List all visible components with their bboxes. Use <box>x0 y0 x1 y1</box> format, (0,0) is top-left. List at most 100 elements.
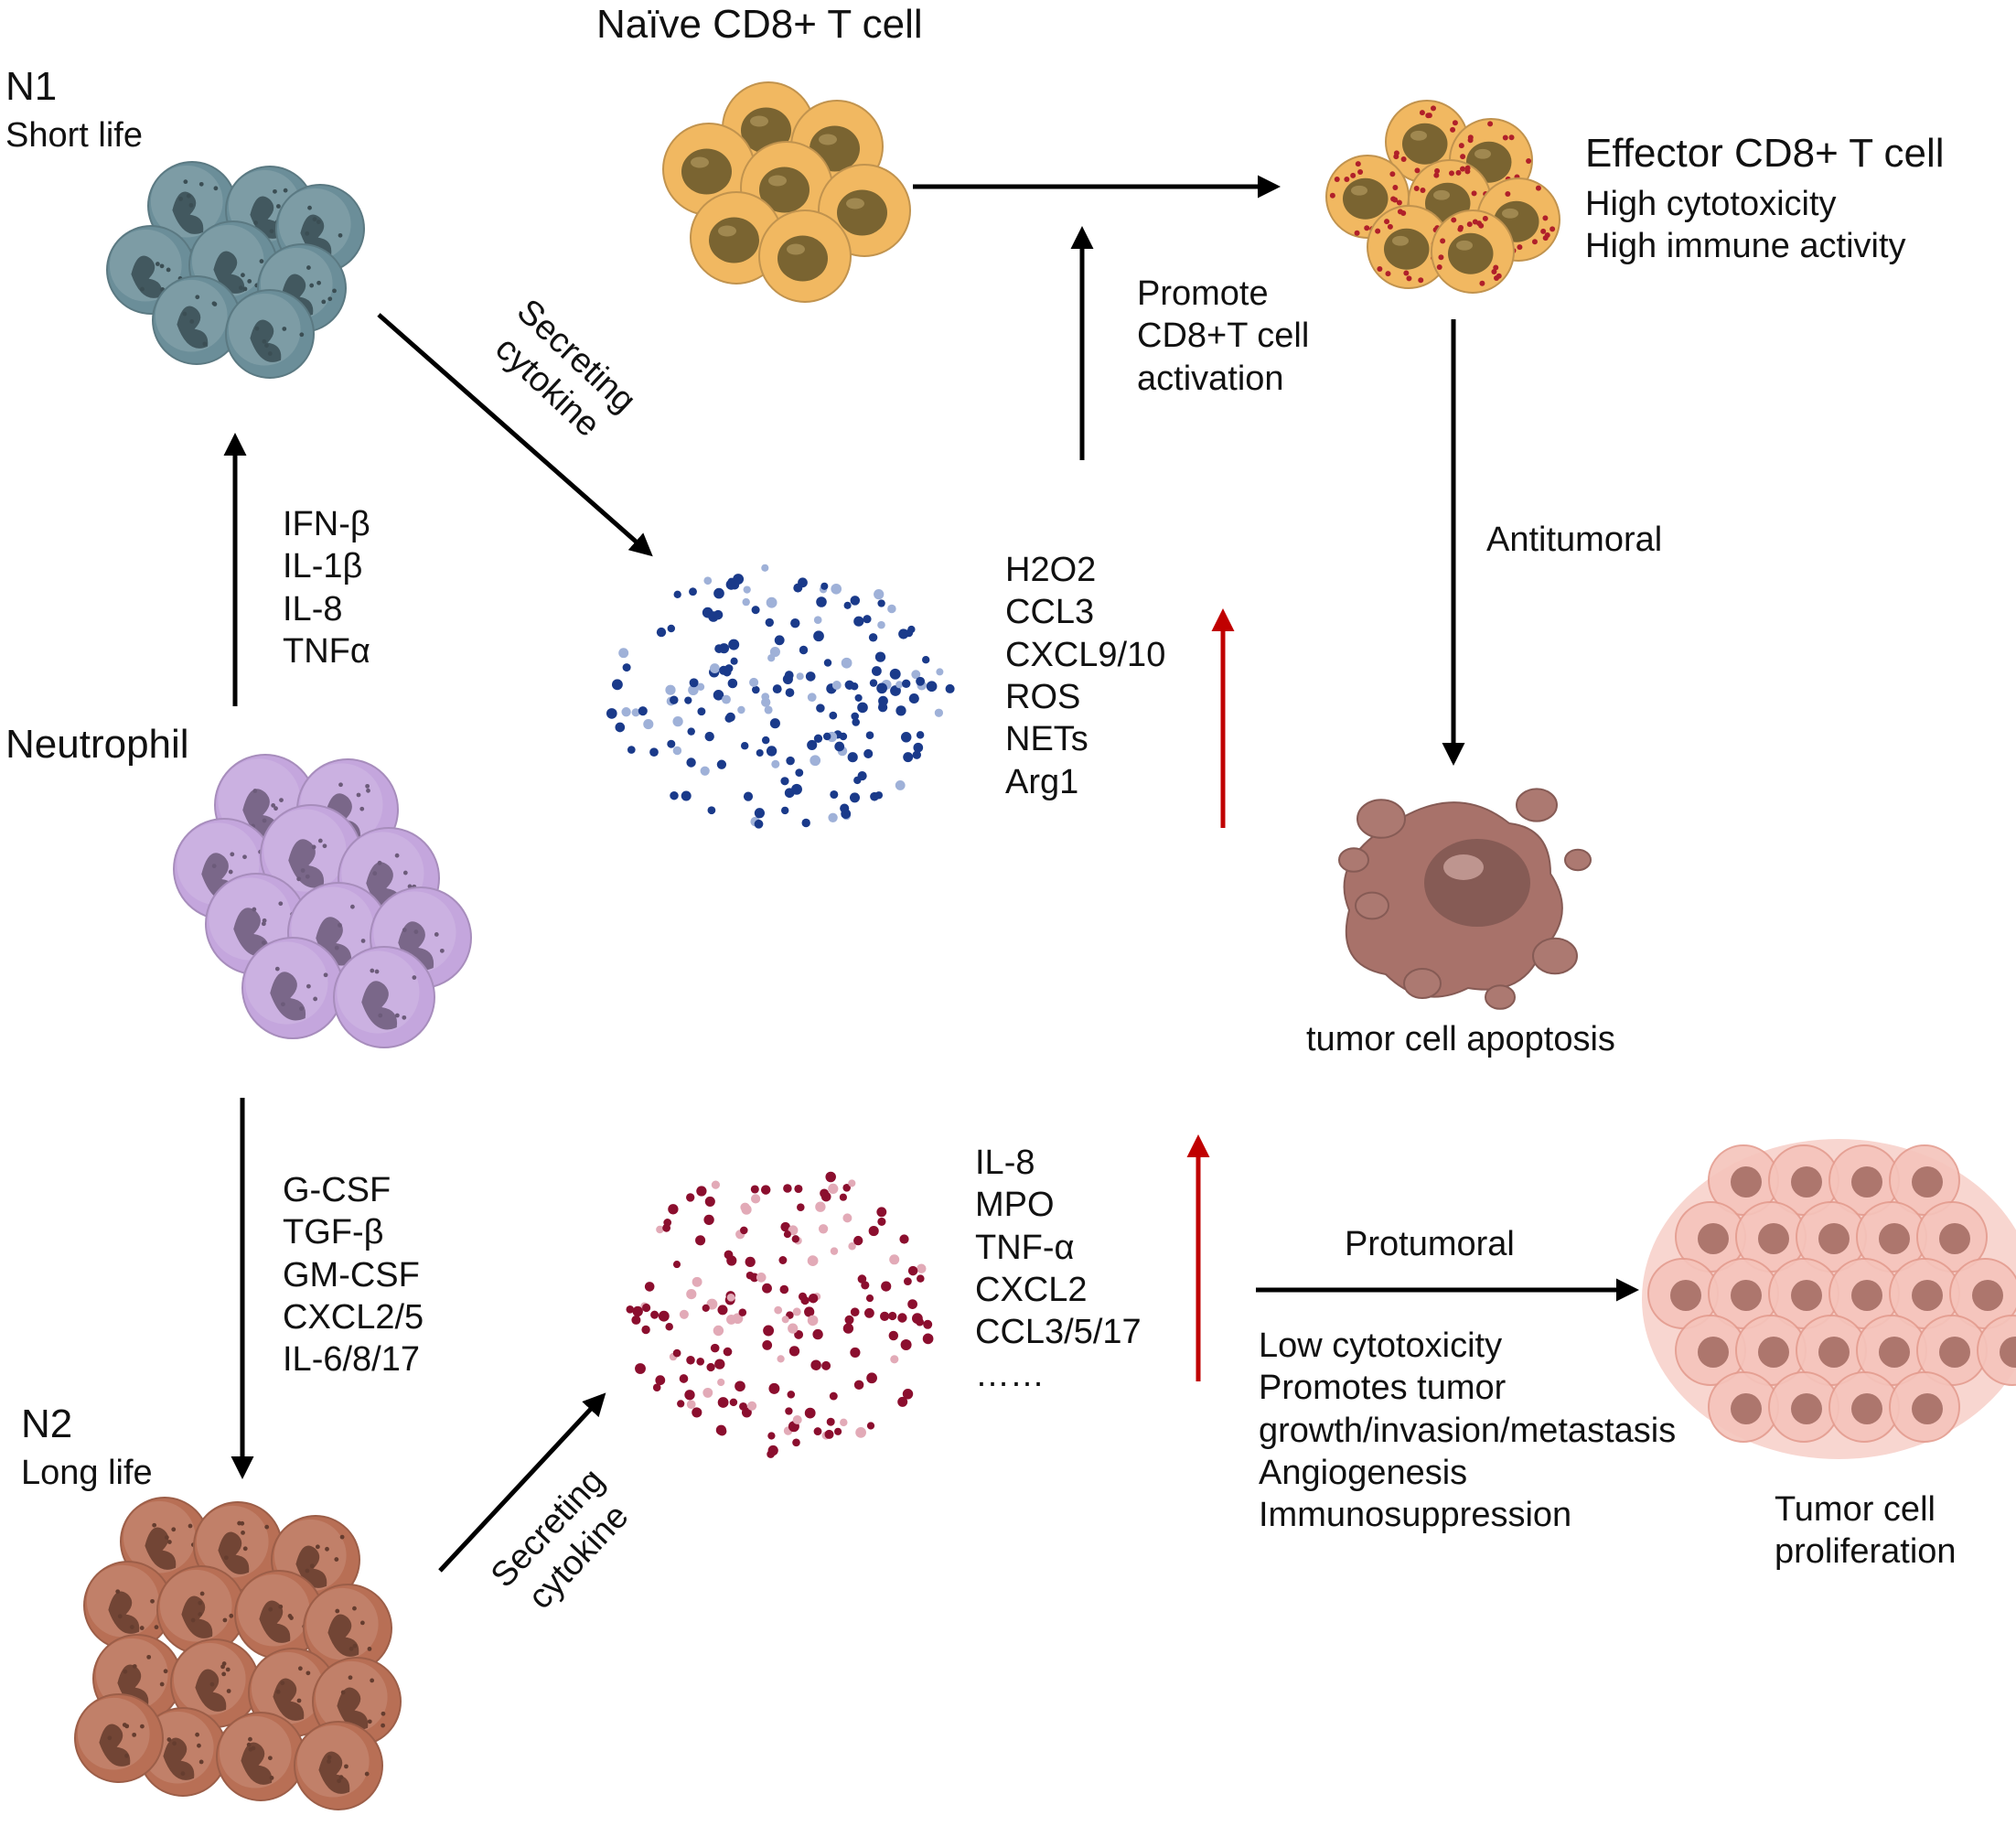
cell-nucleus <box>1879 1223 1910 1254</box>
granzyme-granule <box>1464 168 1471 175</box>
cell <box>1796 1201 1867 1273</box>
cytokine-dot <box>900 1339 912 1350</box>
granzyme-granule <box>1550 226 1556 232</box>
cytokine-dot <box>863 1307 874 1318</box>
cytokine-dot <box>771 759 780 768</box>
cytokine-dot <box>735 1380 745 1392</box>
n1-factor-list: H2O2 CCL3 CXCL9/10 ROS NETs Arg1 <box>1005 549 1165 803</box>
cytokine-dot <box>650 1310 659 1319</box>
n1-inducer: IFN-β <box>283 505 370 543</box>
cytokine-dot <box>665 1322 673 1331</box>
cell-granule <box>352 1643 358 1649</box>
n1-cytokine-cloud <box>606 564 955 829</box>
cell <box>1889 1258 1960 1329</box>
n2-factor: CXCL2 <box>975 1271 1088 1310</box>
cell-granule <box>381 1711 386 1716</box>
cytokine-dot <box>702 1304 710 1312</box>
cell <box>260 804 362 907</box>
cytokine-dot <box>780 806 789 815</box>
cell-granule <box>287 1614 293 1618</box>
cell <box>294 1721 383 1810</box>
cell-granule <box>276 204 281 209</box>
cell-nucleus <box>1851 1280 1882 1311</box>
granzyme-granule <box>1478 222 1485 229</box>
granzyme-granule <box>1426 113 1432 119</box>
granzyme-granule <box>1413 185 1420 191</box>
cytokine-dot <box>668 1204 679 1215</box>
n2-factor: CCL3/5/17 <box>975 1313 1142 1352</box>
cytokine-dot <box>945 683 955 693</box>
cell-body <box>1977 1315 2016 1386</box>
n1-factor: CXCL9/10 <box>1005 635 1166 674</box>
cytokine-dot <box>916 1317 924 1327</box>
cell-nucleus <box>195 1669 227 1712</box>
protumoral-effect: Angiogenesis <box>1259 1454 1468 1493</box>
protumoral-label: Protumoral <box>1345 1225 1515 1263</box>
cytokine-dot <box>786 756 795 766</box>
cytokine-dot <box>828 1183 839 1194</box>
cell <box>1828 1371 1900 1443</box>
cell-granule <box>274 966 280 972</box>
cell-nucleus <box>1698 1223 1729 1254</box>
cytokine-dot <box>917 1263 927 1273</box>
cytokine-dot <box>779 1284 789 1294</box>
cytokine-dot <box>780 1221 790 1232</box>
cytokine-dot <box>762 1283 772 1294</box>
cytokine-dot <box>767 1445 778 1456</box>
cell-granule <box>367 1647 372 1651</box>
cytokine-dot <box>726 1293 735 1302</box>
cell-granule <box>198 181 204 187</box>
granzyme-granule <box>1334 176 1340 182</box>
cell-nucleus <box>337 1687 369 1730</box>
cytokine-dot <box>795 768 804 777</box>
cytokine-dot <box>722 694 731 704</box>
cell-granule <box>172 1741 177 1746</box>
granzyme-granule <box>1434 167 1441 174</box>
cell-granule <box>212 302 218 306</box>
cytokine-dot <box>788 1323 799 1334</box>
granzyme-granule <box>1502 134 1508 141</box>
cytokine-dot <box>839 732 848 741</box>
granzyme-granule <box>1355 161 1361 167</box>
cytokine-dot <box>672 746 682 756</box>
granzyme-granule <box>1436 264 1442 271</box>
n2-title: N2 <box>21 1402 73 1446</box>
cytokine-dot <box>843 601 852 609</box>
cell-nucleus <box>177 306 209 349</box>
cell-granule <box>283 188 288 193</box>
cell-granule <box>299 1006 304 1011</box>
nucleus-highlight <box>750 115 768 127</box>
cell <box>1431 209 1515 294</box>
cytokine-dot <box>874 588 885 600</box>
cell-granule <box>327 296 333 302</box>
granzyme-granule <box>1377 266 1383 273</box>
granzyme-granule <box>1389 171 1396 177</box>
cytokine-dot <box>766 596 777 608</box>
cell-granule <box>323 972 328 978</box>
cell-nucleus <box>777 235 828 282</box>
granzyme-granule <box>1357 169 1364 176</box>
cytokine-dot <box>777 1355 785 1363</box>
cell-granule <box>189 319 195 324</box>
cell-nucleus <box>1791 1280 1822 1311</box>
cytokine-dot <box>922 656 930 664</box>
cell-nucleus <box>1791 1393 1822 1424</box>
granzyme-granule <box>1354 230 1360 236</box>
cytokine-dot <box>912 750 922 759</box>
n1-inducer: TNFα <box>283 632 370 671</box>
cytokine-dot <box>684 696 692 704</box>
granzyme-granule <box>1531 239 1538 245</box>
cytokine-dot <box>871 666 882 676</box>
granzyme-granule <box>1544 232 1550 239</box>
cytokine-dot <box>703 576 713 585</box>
cytokine-dot <box>750 1185 759 1194</box>
cell-granule <box>268 1606 273 1612</box>
cytokine-dot <box>850 1307 860 1317</box>
cell-granule <box>300 868 306 873</box>
cytokine-dot <box>888 1311 897 1321</box>
cytokine-dot <box>902 1389 914 1400</box>
cell-nucleus <box>108 1591 140 1634</box>
cell-nucleus <box>273 1678 305 1721</box>
cell <box>1889 1371 1960 1443</box>
cytokine-dot <box>890 1355 899 1364</box>
